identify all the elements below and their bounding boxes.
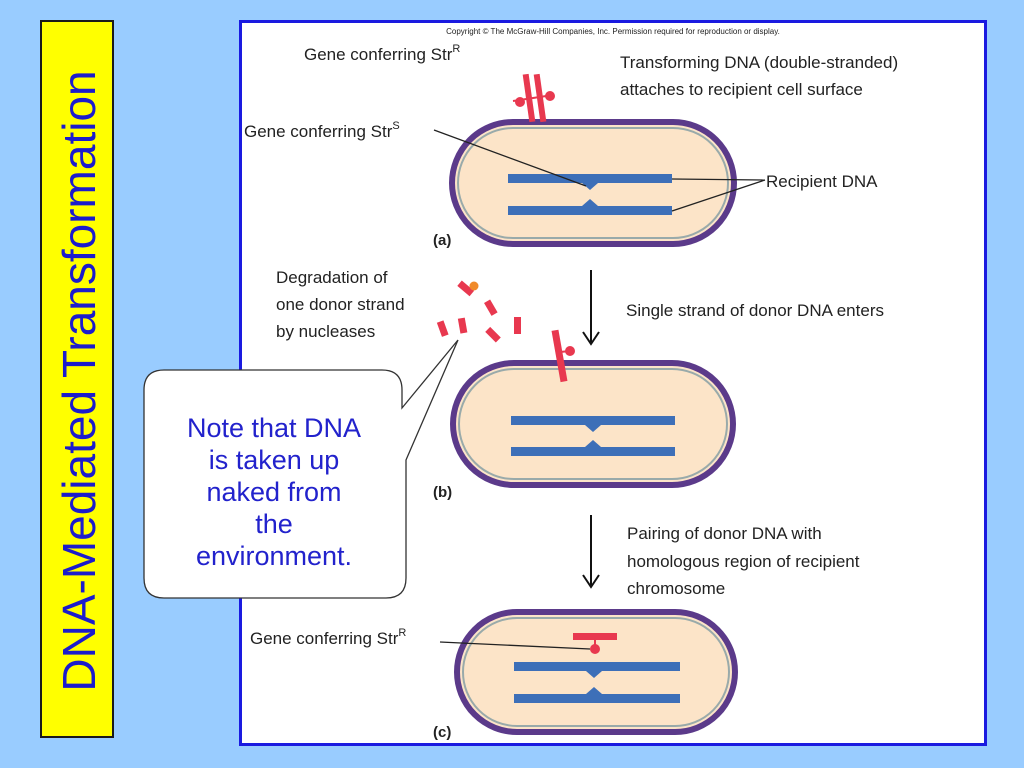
label-degradation-line2: one donor strand <box>276 295 405 314</box>
leader-gene-strR-bottom <box>439 641 591 650</box>
degraded-strand-fragments <box>436 280 521 343</box>
cell-b-membrane <box>458 368 728 480</box>
label-transforming-line1: Transforming DNA (double-stranded) <box>620 53 898 72</box>
label-degradation-line3: by nucleases <box>276 322 375 341</box>
callout-text: Note that DNA is taken up naked from the… <box>150 388 398 596</box>
label-single-strand: Single strand of donor DNA enters <box>626 301 884 320</box>
callout-line: environment. <box>195 541 353 571</box>
panel-label-b: (b) <box>433 484 452 501</box>
copyright-notice: Copyright © The McGraw-Hill Companies, I… <box>446 27 780 36</box>
arrow-a-to-b <box>582 270 600 346</box>
slide-title-bar: DNA-Mediated Transformation <box>40 20 114 738</box>
label-recipient-dna: Recipient DNA <box>766 172 878 191</box>
panel-label-c: (c) <box>433 724 451 741</box>
label-pairing-line1: Pairing of donor DNA with <box>627 524 822 543</box>
recipient-dna-c <box>514 662 680 703</box>
recipient-dna-a <box>508 174 672 215</box>
label-gene-strR-bottom: Gene conferring StrR <box>250 627 406 648</box>
label-gene-strR-top: Gene conferring StrR <box>304 43 460 64</box>
panel-label-a: (a) <box>433 232 451 249</box>
leader-recipient-dna-1 <box>671 178 766 181</box>
callout-line: Note that DNA <box>186 413 362 443</box>
recipient-dna-b <box>511 416 675 456</box>
donor-single-strand-entering <box>551 329 575 383</box>
label-gene-strS: Gene conferring StrS <box>244 120 400 141</box>
donor-strand-paired <box>573 633 617 654</box>
callout-line: naked from <box>206 477 342 507</box>
callout-line: the <box>255 509 293 539</box>
cell-a-membrane <box>457 127 729 239</box>
leader-gene-strS <box>433 129 587 187</box>
label-degradation-line1: Degradation of <box>276 268 388 287</box>
arrow-b-to-c <box>582 515 600 589</box>
callout-line: is taken up <box>208 445 340 475</box>
callout-bubble <box>143 339 459 599</box>
label-pairing-line2: homologous region of recipient <box>627 552 860 571</box>
label-pairing-line3: chromosome <box>627 579 725 598</box>
cell-c-membrane <box>462 617 730 727</box>
leader-recipient-dna-2 <box>671 179 766 212</box>
donor-dsdna-attaching <box>512 73 555 123</box>
label-transforming-line2: attaches to recipient cell surface <box>620 80 863 99</box>
